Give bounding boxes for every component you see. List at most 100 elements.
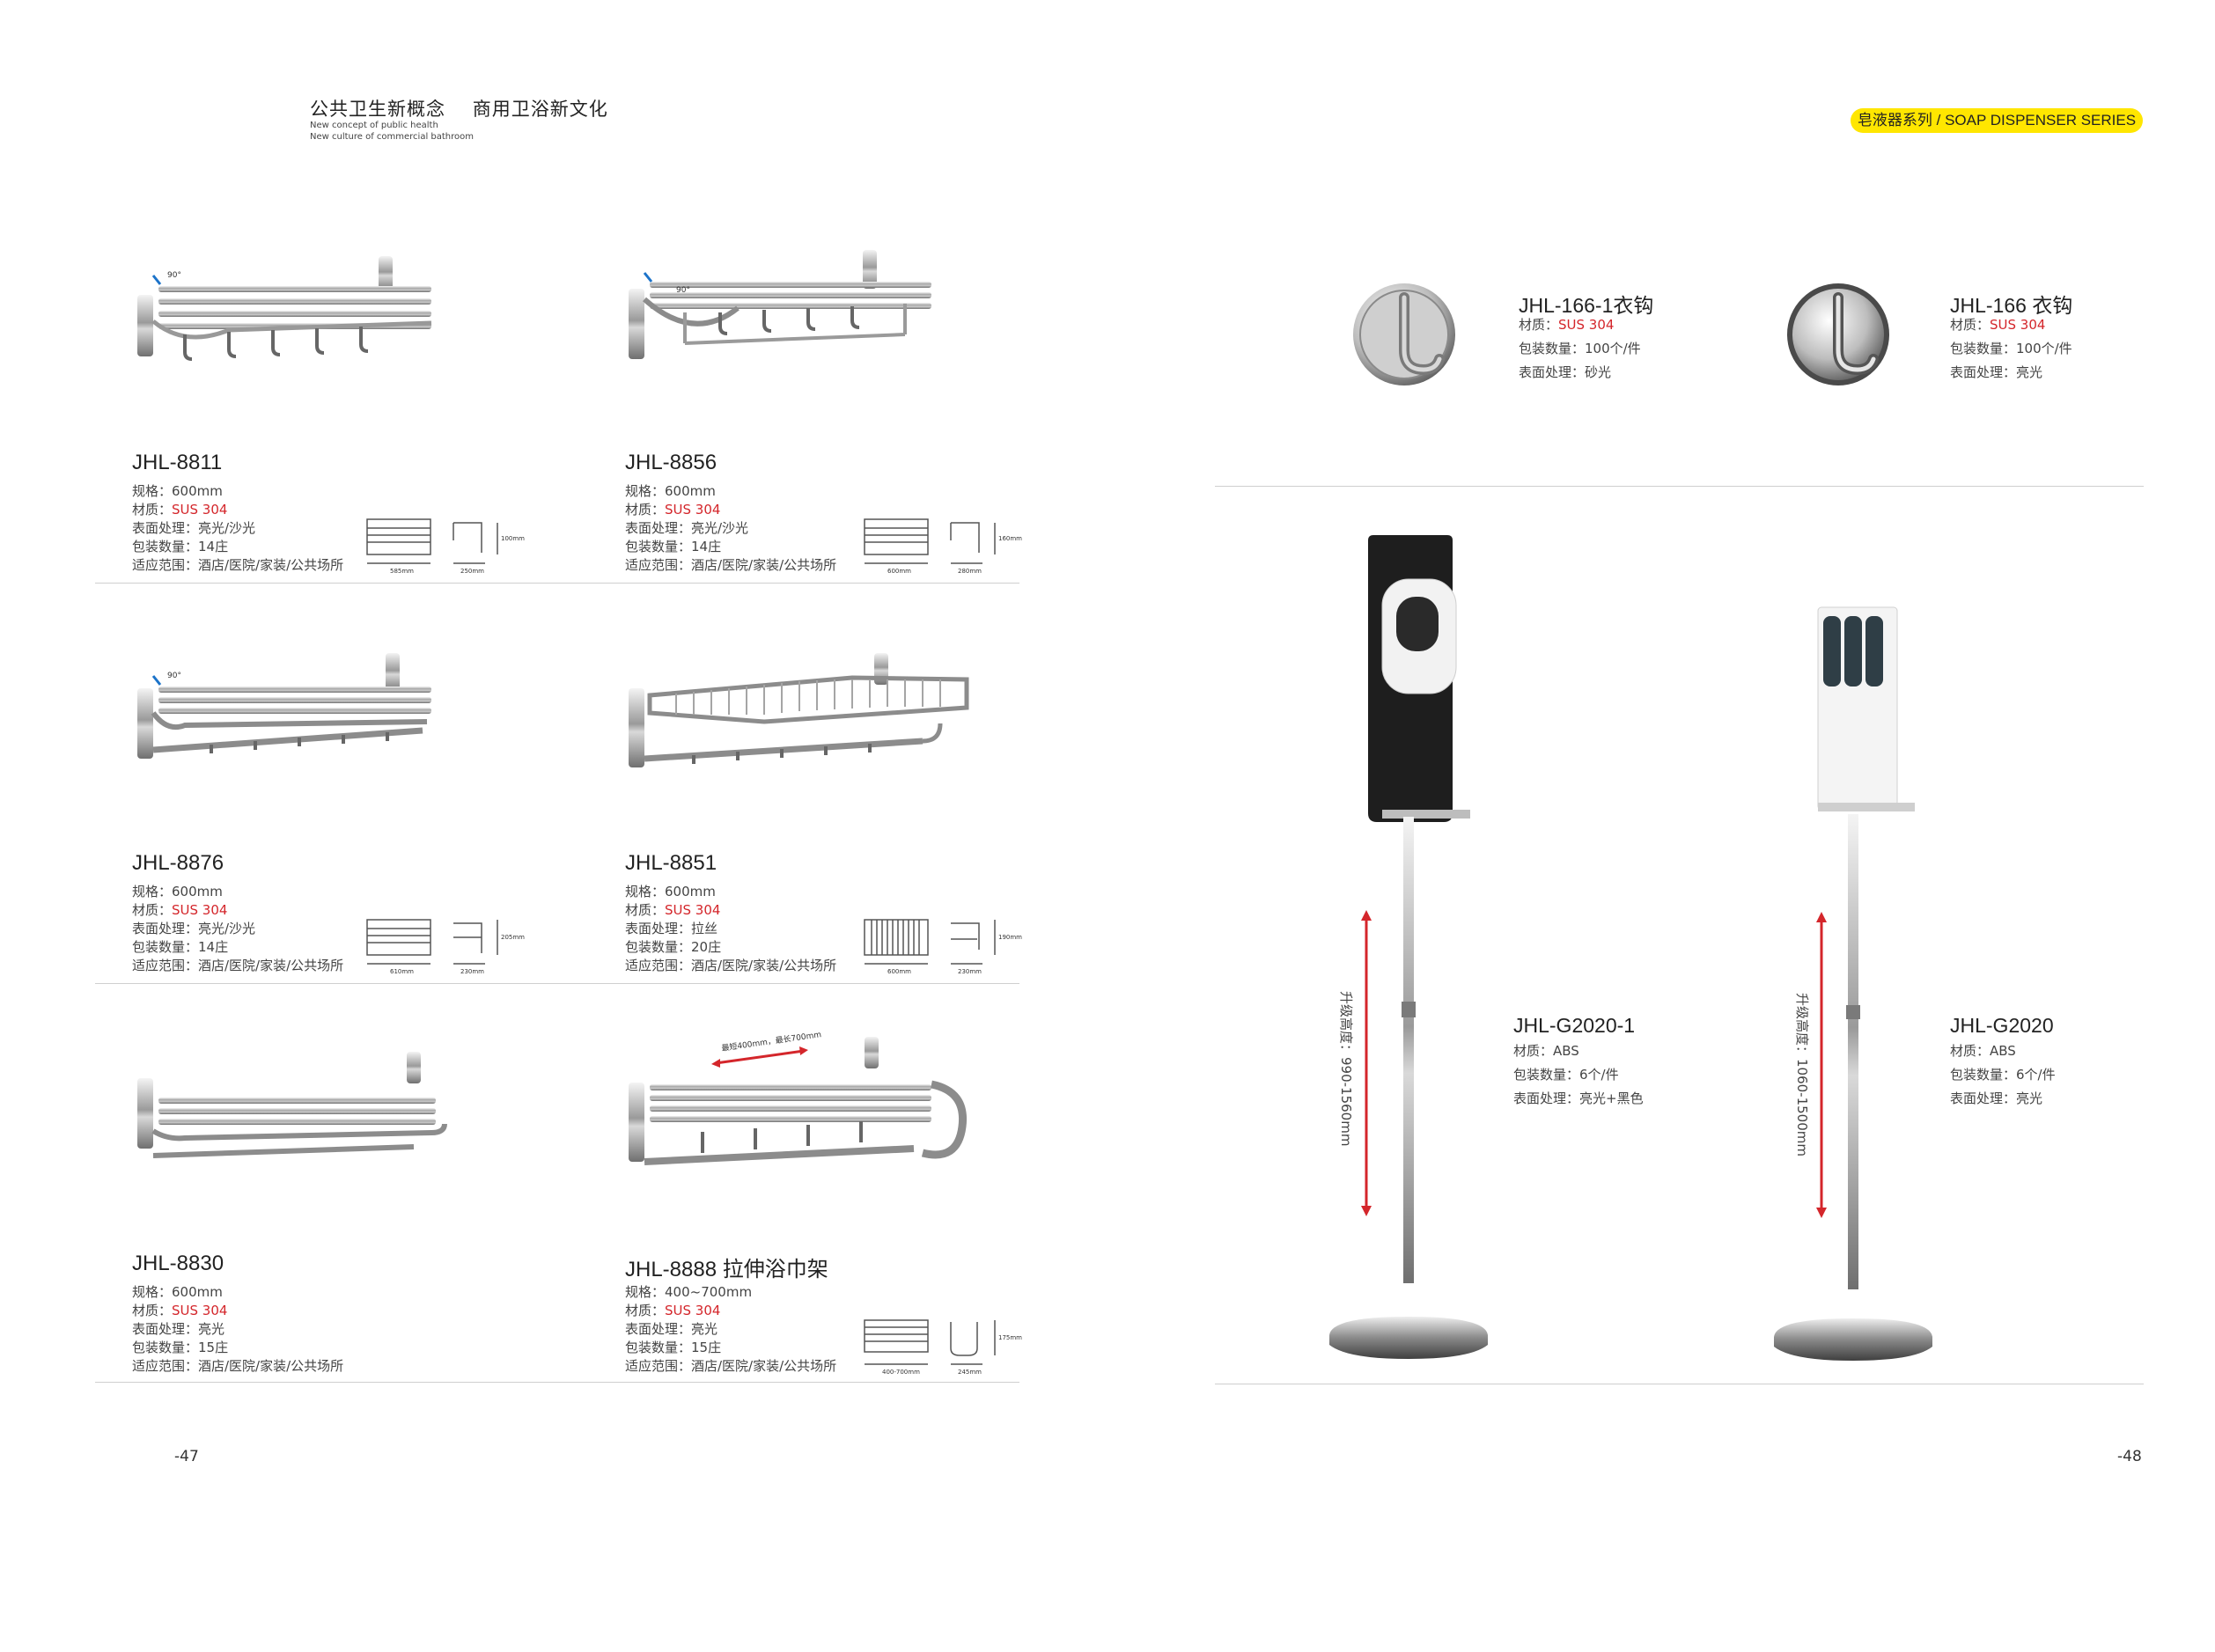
product-model: JHL-8856 (625, 451, 717, 474)
product-finish: 表面处理：拉丝 (625, 921, 718, 936)
product-material: 材质：SUS 304 (1950, 317, 2046, 333)
svg-text:600mm: 600mm (887, 968, 911, 975)
slogan-chinese: 公共卫生新概念 商用卫浴新文化 (310, 99, 608, 120)
height-range-label: 升级高度：990-1560mm (1338, 991, 1354, 1147)
product-image-jhl-8811: 90° (137, 256, 432, 361)
product-size: 规格：600mm (132, 884, 223, 899)
svg-text:190mm: 190mm (998, 934, 1022, 941)
product-finish: 表面处理：亮光/沙光 (132, 520, 256, 536)
dimension-drawing: 400-700mm 245mm 175mm (864, 1319, 1022, 1376)
slogan-english-line2: New culture of commercial bathroom (310, 132, 475, 142)
product-pack: 包装数量：14庄 (625, 539, 722, 554)
product-size: 规格：600mm (132, 1284, 223, 1300)
product-material: 材质：SUS 304 (625, 902, 721, 918)
product-cell-jhl-8856: JHL-8856 规格：600mm 材质：SUS 304 表面处理：亮光/沙光 … (625, 451, 1118, 851)
product-model: JHL-8876 (132, 851, 224, 875)
product-scope: 适应范围：酒店/医院/家装/公共场所 (625, 1358, 837, 1374)
svg-text:245mm: 245mm (958, 1369, 982, 1376)
product-scope: 适应范围：酒店/医院/家装/公共场所 (625, 958, 837, 973)
product-cell-jhl-8888: JHL-8888 拉伸浴巾架 规格：400~700mm 材质：SUS 304 表… (625, 1252, 1118, 1652)
product-image-jhl-g2020 (1774, 606, 1932, 1361)
svg-text:205mm: 205mm (501, 934, 525, 941)
product-image-jhl-166-1 (1353, 283, 1455, 385)
svg-text:610mm: 610mm (390, 968, 414, 975)
product-scope: 适应范围：酒店/医院/家装/公共场所 (625, 557, 837, 573)
product-finish: 表面处理：砂光 (1519, 364, 1612, 380)
product-image-jhl-8830 (137, 1052, 447, 1158)
svg-text:250mm: 250mm (460, 568, 484, 575)
product-scope: 适应范围：酒店/医院/家装/公共场所 (132, 1358, 344, 1374)
product-scope: 适应范围：酒店/医院/家装/公共场所 (132, 557, 344, 573)
height-range-label: 升级高度：1060-1500mm (1794, 993, 1810, 1156)
svg-text:400-700mm: 400-700mm (882, 1369, 920, 1376)
product-image-jhl-8876: 90° (137, 653, 431, 759)
product-pack: 包装数量：100个/件 (1950, 341, 2072, 356)
product-image-jhl-8856: 90° (629, 250, 931, 359)
row-divider (95, 1382, 1019, 1383)
svg-text:280mm: 280mm (958, 568, 982, 575)
dimension-drawing: 600mm 230mm 190mm (864, 919, 1022, 975)
product-model: JHL-8851 (625, 851, 717, 875)
product-finish: 表面处理：亮光 (1950, 364, 2043, 380)
dimension-drawing: 585mm 250mm 100mm (366, 518, 525, 575)
product-material: 材质：ABS (1513, 1043, 1579, 1059)
product-material: 材质：SUS 304 (132, 502, 228, 518)
product-model: JHL-166-1衣钩 (1519, 294, 1654, 317)
product-scope: 适应范围：酒店/医院/家装/公共场所 (132, 958, 344, 973)
svg-text:230mm: 230mm (460, 968, 484, 975)
product-size: 规格：600mm (625, 884, 716, 899)
product-finish: 表面处理：亮光 (132, 1321, 225, 1337)
product-image-jhl-g2020-1 (1329, 535, 1488, 1359)
row-divider (95, 983, 1019, 984)
product-size: 规格：400~700mm (625, 1284, 753, 1300)
product-image-jhl-166 (1787, 283, 1889, 385)
product-finish: 表面处理：亮光+黑色 (1513, 1090, 1644, 1106)
svg-text:160mm: 160mm (998, 535, 1022, 542)
series-badge: 皂液器系列 / SOAP DISPENSER SERIES (1851, 108, 2143, 133)
product-model: JHL-G2020 (1950, 1014, 2054, 1037)
dimension-drawing: 610mm 230mm 205mm (366, 919, 525, 975)
product-model: JHL-G2020-1 (1513, 1014, 1636, 1037)
svg-text:600mm: 600mm (887, 568, 911, 575)
product-material: 材质：ABS (1950, 1043, 2016, 1059)
product-model: JHL-8811 (132, 451, 223, 474)
product-pack: 包装数量：100个/件 (1519, 341, 1641, 356)
product-pack: 包装数量：14庄 (132, 539, 229, 554)
svg-text:100mm: 100mm (501, 535, 525, 542)
product-material: 材质：SUS 304 (625, 1303, 721, 1318)
product-cell-jhl-8876: JHL-8876 规格：600mm 材质：SUS 304 表面处理：亮光/沙光 … (132, 851, 625, 1252)
product-model: JHL-166 衣钩 (1950, 294, 2073, 317)
product-material: 材质：SUS 304 (132, 1303, 228, 1318)
product-finish: 表面处理：亮光/沙光 (132, 921, 256, 936)
row-divider (95, 583, 1019, 584)
product-finish: 表面处理：亮光 (1950, 1090, 2043, 1106)
product-material: 材质：SUS 304 (132, 902, 228, 918)
page-number-left: -47 (174, 1448, 199, 1465)
product-model: JHL-8830 (132, 1252, 224, 1275)
svg-text:585mm: 585mm (390, 568, 414, 575)
page-number-right: -48 (2117, 1448, 2142, 1465)
svg-text:90°: 90° (167, 271, 181, 280)
product-size: 规格：600mm (132, 483, 223, 499)
product-material: 材质：SUS 304 (1519, 317, 1615, 333)
slogan-english-line1: New concept of public health (310, 121, 438, 130)
product-pack: 包装数量：20庄 (625, 939, 722, 955)
row-divider (1215, 486, 2144, 487)
dimension-drawing: 600mm 280mm 160mm (864, 518, 1022, 575)
product-image-jhl-8851 (629, 653, 969, 767)
product-cell-jhl-8811: JHL-8811 规格：600mm 材质：SUS 304 表面处理：亮光/沙光 … (132, 451, 625, 851)
svg-text:175mm: 175mm (998, 1334, 1022, 1341)
product-cell-jhl-8851: JHL-8851 规格：600mm 材质：SUS 304 表面处理：拉丝 包装数… (625, 851, 1118, 1252)
product-model: JHL-8888 拉伸浴巾架 (625, 1258, 828, 1281)
product-cell-jhl-8830: JHL-8830 规格：600mm 材质：SUS 304 表面处理：亮光 包装数… (132, 1252, 625, 1652)
svg-text:90°: 90° (167, 672, 181, 680)
product-pack: 包装数量：6个/件 (1513, 1067, 1619, 1083)
product-pack: 包装数量：6个/件 (1950, 1067, 2056, 1083)
product-pack: 包装数量：15庄 (625, 1340, 722, 1355)
product-material: 材质：SUS 304 (625, 502, 721, 518)
product-image-jhl-8888: 最短400mm，最长700mm (629, 1030, 968, 1165)
product-pack: 包装数量：14庄 (132, 939, 229, 955)
svg-text:230mm: 230mm (958, 968, 982, 975)
svg-text:90°: 90° (676, 286, 690, 295)
product-size: 规格：600mm (625, 483, 716, 499)
